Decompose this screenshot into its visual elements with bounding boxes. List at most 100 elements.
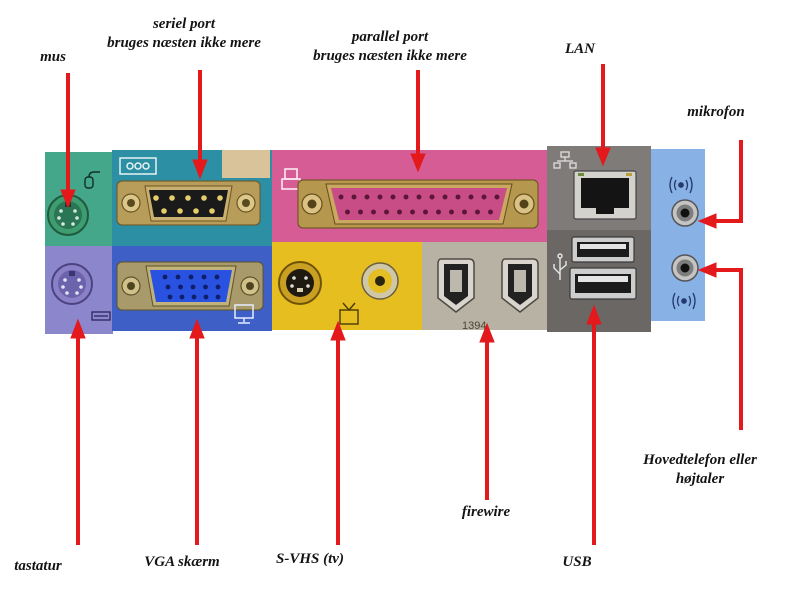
connector-pin [75,291,79,295]
icon-wave [688,295,692,307]
jack-hole [680,208,690,218]
serial-icon-dot [126,162,134,170]
usb-icon [553,253,567,280]
port-tongue [450,270,462,292]
composite-video-jack [361,262,399,300]
arrow-svhs [330,320,346,545]
arrow-lan [595,64,611,167]
speaker-icon [672,292,696,310]
callout-usb: USB [547,553,607,572]
connector-pin [188,274,194,280]
audio-zone [651,149,705,321]
svhs-jack [278,261,322,305]
arrow-shaft [714,268,743,430]
serial-icon-dot [134,162,142,170]
connector-pin [169,195,175,201]
connector-pin [436,209,441,215]
screw-hole [519,199,529,209]
connector-pin [191,294,197,300]
ps2-keyboard-port [51,263,93,305]
callout-text: mus [40,49,66,65]
connector-pin [57,216,61,220]
connector-pin [162,274,168,280]
arrow-vga [189,318,205,545]
connector-pin [190,284,196,290]
arrow-firewire [479,322,495,500]
callout-arrows [60,64,743,545]
connector-pin [488,209,493,215]
connector-pin [306,284,310,288]
connector-pin [153,195,159,201]
arrow-head [697,262,717,278]
arrow-head [70,318,86,339]
connector-pin [215,284,221,290]
callout-headphone: Hovedtelefon eller højtaler [620,451,780,489]
serial-port-db9 [116,180,261,226]
network-icon-node [553,162,561,169]
connector-pin [377,194,383,200]
port-led [578,173,584,176]
port-tongue [514,270,526,292]
arrow-usb [586,304,602,545]
port-opening [581,178,629,208]
firewire-port-1 [437,258,475,313]
network-icon [553,151,577,169]
screw [240,276,260,296]
screw-hole [127,199,135,207]
usb-port-2 [569,267,637,300]
connector-pin [351,194,357,200]
serial-port-icon [119,157,157,175]
screw [121,193,141,213]
callout-text: mikrofon [687,104,745,120]
connector-pin [201,274,207,280]
connector-pin [161,208,167,214]
arrow-parallel [410,70,426,173]
connector-pin [304,276,308,280]
vga-port [116,261,264,311]
connector-pin [167,294,173,300]
screw [236,193,256,213]
connector-pin [203,284,208,290]
icon-wave [692,292,696,310]
connector-pin [481,194,487,200]
callout-text: USB [562,554,592,570]
connector-pin [201,195,207,201]
jack-opening [286,269,314,297]
usb-icon-tip [557,253,563,259]
connector-pin [178,284,183,290]
firewire-marking: 1394 [462,320,486,332]
port-tongue [580,244,626,249]
port-pins [61,278,83,295]
callout-text: højtaler [675,471,725,487]
headphone-jack [671,254,699,282]
connector-pin [358,209,363,215]
callout-vga: VGA skærm [122,553,242,572]
serial-icon-dot [142,162,150,170]
callout-mouse: mus [33,48,73,67]
arrow-head [586,304,602,325]
callout-text: seriel port [152,16,216,32]
screw [301,193,323,215]
rear-io-panel: 1394 [45,146,705,334]
connector-pin [175,274,181,280]
callout-text: tastatur [14,558,62,574]
connector-pin [455,194,461,200]
callout-serial-port: seriel port bruges næsten ikke mere [84,15,284,53]
serial-bracket [222,150,270,178]
screw-hole [242,199,250,207]
usb-icon-branch [559,261,567,271]
connector-pin [475,209,480,215]
connector-pins [162,274,221,300]
connector-pin [494,194,500,200]
port-pins [57,209,79,226]
arrow-headphone [697,262,743,430]
microphone-jack [671,199,699,227]
callout-note: bruges næsten ikke mere [313,48,467,64]
connector-pin [390,194,396,200]
connector-pin [165,284,171,290]
mouse-icon-cord [88,171,100,178]
connector-pin [364,194,370,200]
connector-pin [209,208,215,214]
connector-pin [61,222,65,226]
callout-text: Hovedtelefon eller [643,452,757,468]
